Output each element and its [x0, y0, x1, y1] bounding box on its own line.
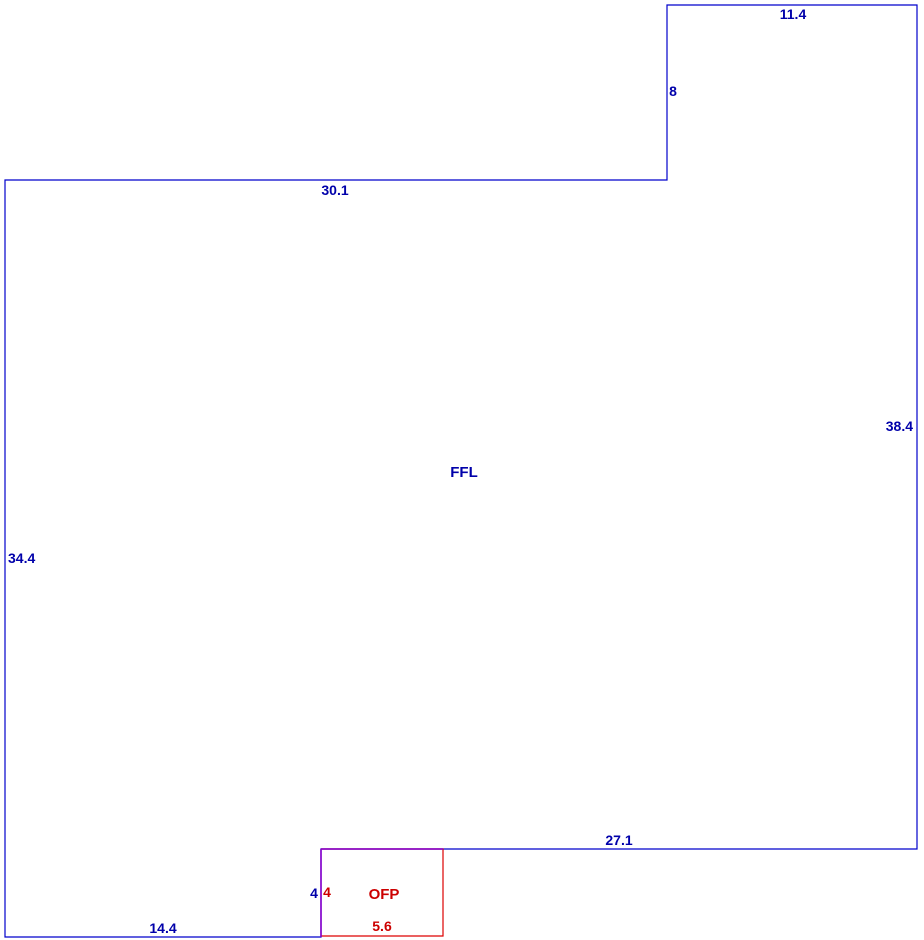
dimension-jog-height: 8 — [669, 83, 677, 99]
dimension-porch-left-main: 4 — [310, 885, 318, 901]
dimension-lower-left-bottom: 14.4 — [149, 920, 176, 936]
porch-area-label: OFP — [369, 886, 400, 903]
main-area-label: FFL — [450, 464, 478, 481]
dimension-upper-left-top: 30.1 — [321, 182, 348, 198]
dimension-lower-right-bottom: 27.1 — [605, 832, 632, 848]
dimension-porch-left: 4 — [323, 884, 331, 900]
dimension-left-side: 34.4 — [8, 550, 35, 566]
dimension-top-right: 11.4 — [780, 6, 807, 22]
dimension-porch-bottom: 5.6 — [372, 918, 392, 934]
dimension-right-side: 38.4 — [886, 418, 913, 434]
